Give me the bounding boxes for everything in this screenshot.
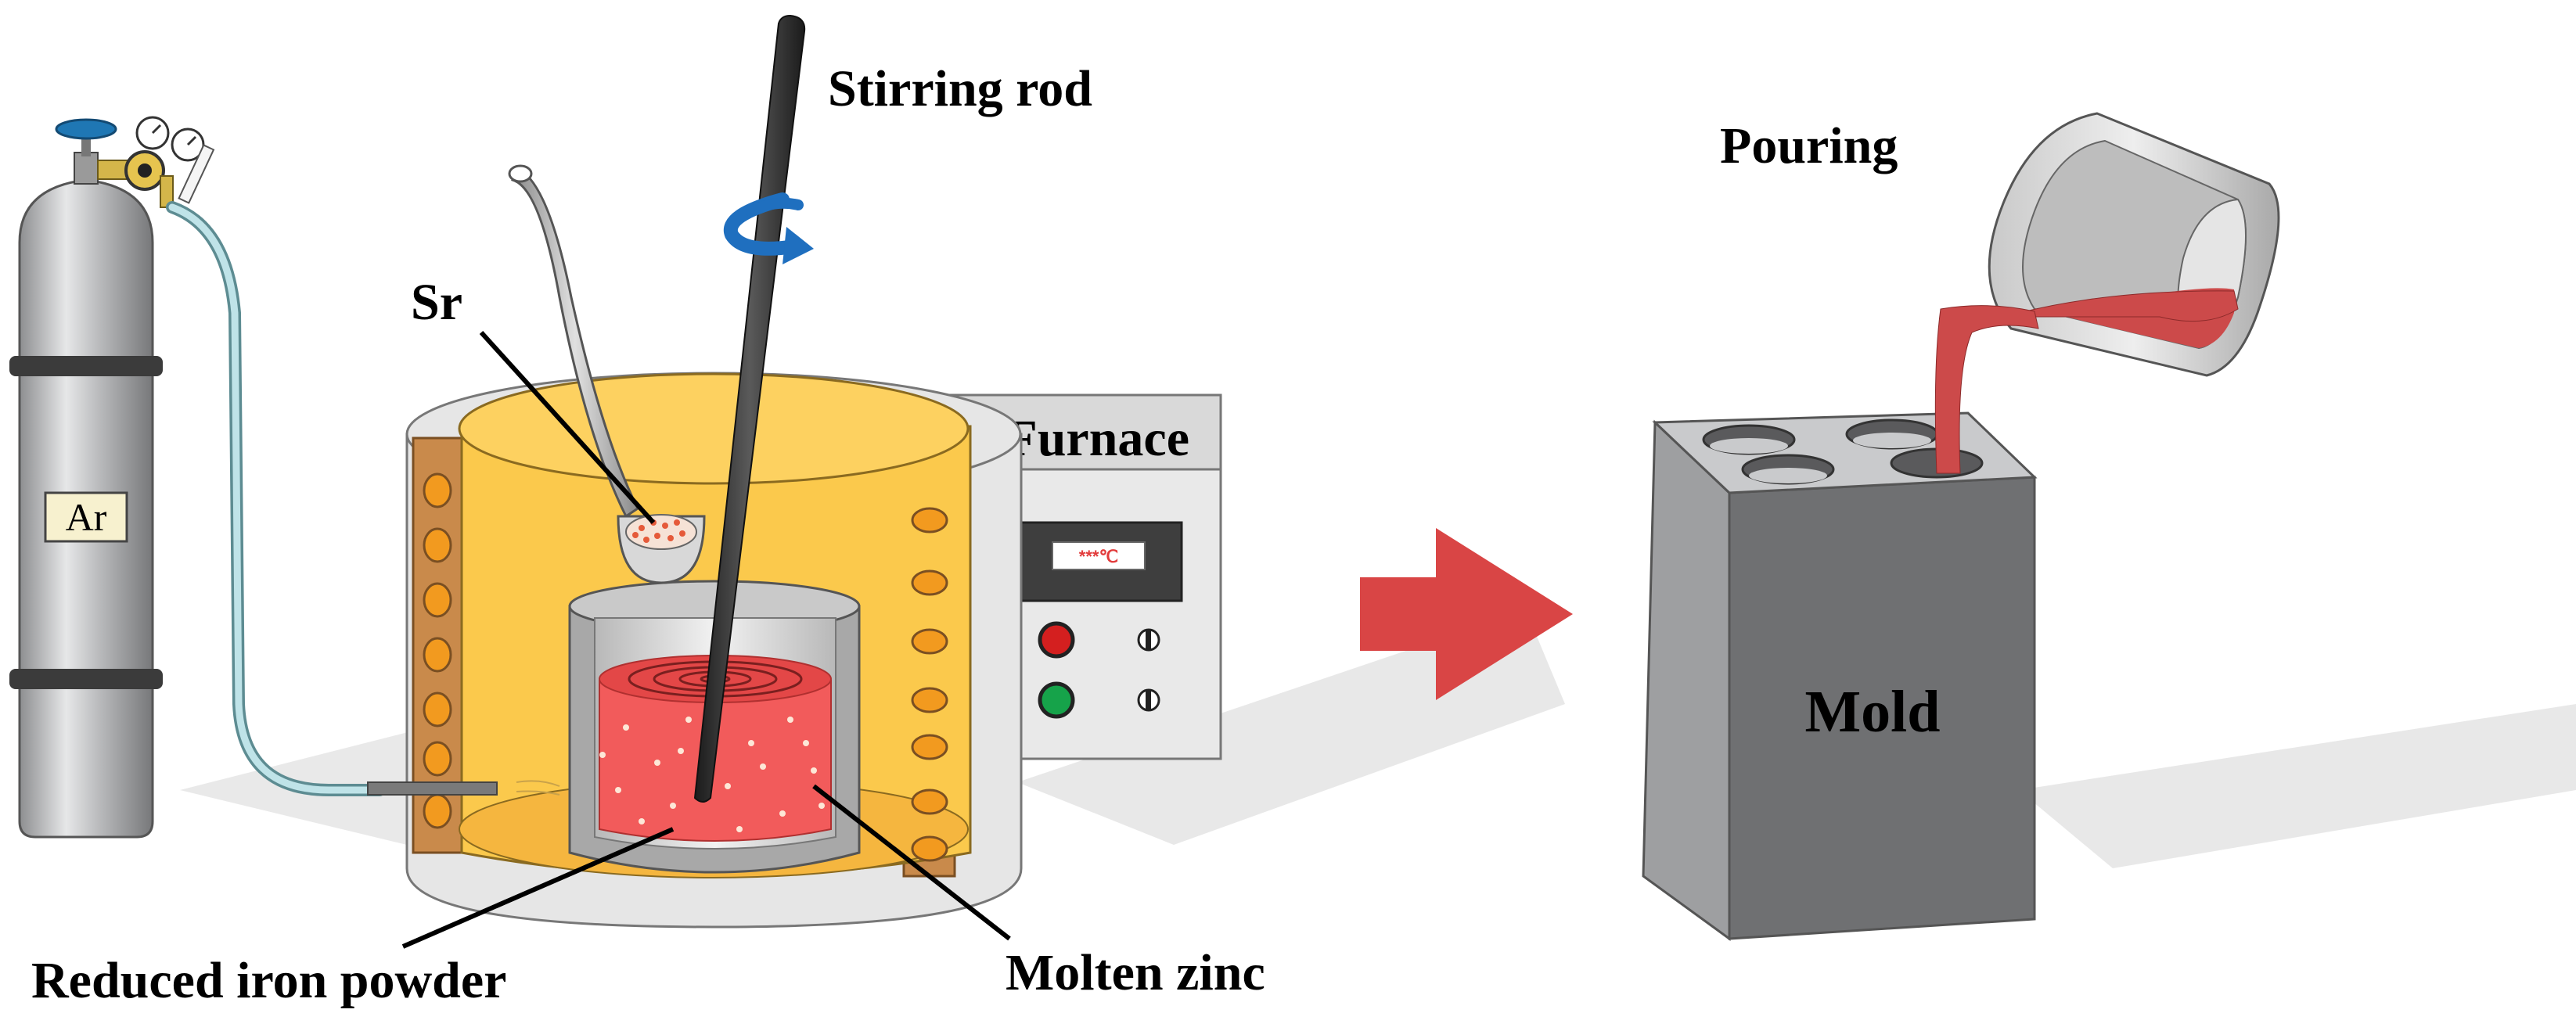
start-button[interactable] xyxy=(1038,681,1075,719)
heater-coils-right xyxy=(911,507,948,862)
molten-zinc-label: Molten zinc xyxy=(1006,944,1265,1001)
heater-coils-left xyxy=(423,472,452,829)
pour-stream xyxy=(1934,305,2039,474)
iron-powder-particles xyxy=(599,717,825,832)
cylinder-ring-top xyxy=(9,356,163,376)
molten-zinc-leader-line xyxy=(812,784,1011,941)
rotation-arrow-icon xyxy=(723,192,814,264)
ar-label: Ar xyxy=(66,495,107,539)
stop-button[interactable] xyxy=(1038,621,1075,659)
temperature-readout: ***℃ xyxy=(1079,547,1118,566)
valve-handwheel xyxy=(55,118,117,140)
cylinder-ring-bottom xyxy=(9,669,163,689)
stirring-rod-label: Stirring rod xyxy=(828,60,1092,117)
gas-hose xyxy=(166,201,386,796)
cylinder-label-plate xyxy=(44,491,128,543)
pouring-crucible xyxy=(1988,112,2280,377)
mold: Mold xyxy=(1642,411,2038,941)
iron-powder-leader-line xyxy=(401,827,675,949)
sr-leader-line xyxy=(479,330,656,525)
sr-label: Sr xyxy=(411,274,462,331)
gas-inlet-pipe xyxy=(367,781,498,796)
process-arrow-icon xyxy=(1360,528,1573,700)
mold-label: Mold xyxy=(1804,679,1940,745)
ladle xyxy=(508,164,706,584)
pouring-label: Pouring xyxy=(1720,117,1898,174)
sr-granules xyxy=(625,514,697,550)
reduced-iron-powder-label: Reduced iron powder xyxy=(31,952,506,1009)
flowmeter xyxy=(178,144,215,204)
furnace: Furnace ***℃ xyxy=(367,372,1222,929)
argon-cylinder: Ar xyxy=(9,116,215,839)
stirring-rod[interactable] xyxy=(693,14,806,803)
furnace-label: Furnace xyxy=(1006,410,1189,467)
